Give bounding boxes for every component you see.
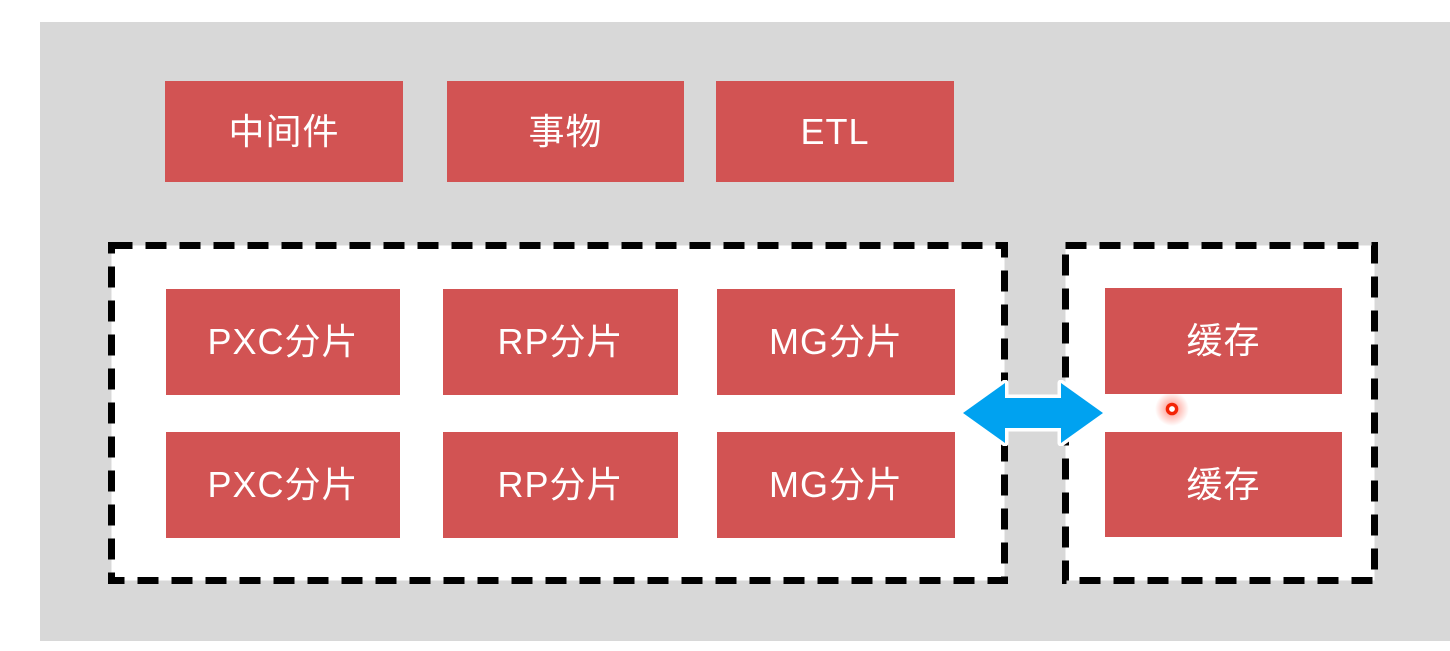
box-etl: ETL: [716, 81, 954, 182]
shard-box-rp-1: RP分片: [443, 289, 678, 395]
shard-box-label: MG分片: [769, 464, 903, 505]
shard-box-rp-2: RP分片: [443, 432, 678, 538]
shard-box-label: RP分片: [497, 464, 624, 505]
cache-box-label: 缓存: [1186, 463, 1261, 505]
cache-box-label: 缓存: [1186, 320, 1261, 361]
box-transaction: 事物: [447, 81, 684, 182]
sync-double-arrow-icon: [959, 380, 1107, 446]
shard-box-label: MG分片: [769, 321, 903, 362]
shard-box-mg-1: MG分片: [717, 289, 955, 395]
box-transaction-label: 事物: [528, 110, 603, 152]
cache-box-1: 缓存: [1105, 288, 1342, 394]
box-etl-label: ETL: [800, 110, 870, 152]
box-middleware-label: 中间件: [228, 110, 340, 152]
shard-box-label: PXC分片: [207, 321, 359, 362]
shard-box-mg-2: MG分片: [717, 432, 955, 538]
box-middleware: 中间件: [165, 81, 403, 182]
shard-box-pxc-2: PXC分片: [166, 432, 400, 538]
shard-box-label: PXC分片: [207, 464, 359, 505]
cache-box-2: 缓存: [1105, 432, 1342, 537]
laser-pointer-dot: [1155, 392, 1189, 426]
shard-box-label: RP分片: [497, 321, 624, 362]
shard-box-pxc-1: PXC分片: [166, 289, 400, 395]
